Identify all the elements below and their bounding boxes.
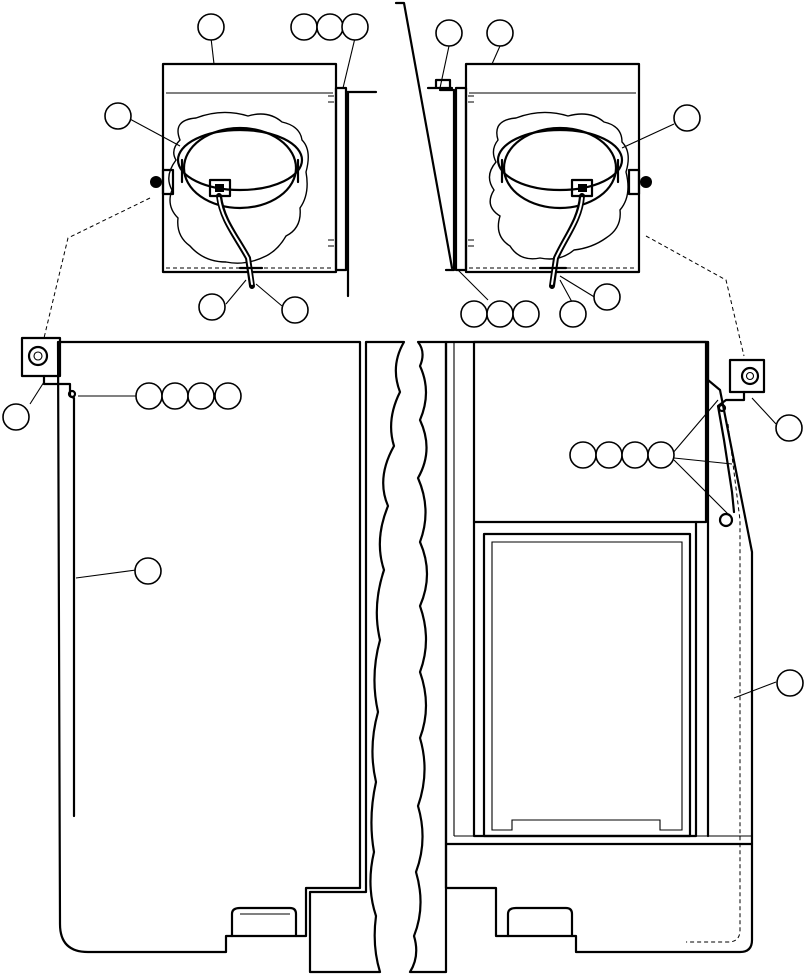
callout-bubble [460,300,488,328]
callout-bubble [281,296,309,324]
right-upper-compartment [472,340,708,524]
right-locator-line [645,235,745,357]
callout-bubble [104,102,132,130]
right-harness [716,390,746,514]
right-lamp-detail [426,45,675,303]
right-harness-run [686,423,741,943]
left-marker-lamp [20,336,62,378]
callout-bubble [647,441,675,469]
callout-bubble [435,19,463,47]
callout-bubble [593,283,621,311]
callout-bubble [595,441,623,469]
callout-bubble [512,300,540,328]
right-cutaway-outline [488,111,629,260]
callout-bubble [486,19,514,47]
callout-bubble [134,557,162,585]
callout-bubble [569,441,597,469]
callout-bubble [775,414,803,442]
callout-bubble [198,293,226,321]
left-break-edge [308,340,406,974]
center-divider-line [394,1,454,270]
left-lamp-detail [127,37,378,307]
right-mount-bracket [454,86,468,272]
left-body-panel [20,336,406,974]
callout-bubble [559,300,587,328]
right-stud-icon [640,176,652,188]
callout-bubble [187,382,215,410]
callout-bubble [161,382,189,410]
left-cutaway-outline [168,111,309,264]
callout-bubble [486,300,514,328]
left-locator-line [43,197,151,339]
callout-bubble [673,104,701,132]
callout-bubble [2,403,30,431]
right-door-panel [482,532,692,838]
right-body-panel [408,340,777,974]
left-mount-bracket [334,86,348,272]
callout-bubble [316,13,344,41]
left-body-outline [56,340,362,954]
callout-bubble [621,441,649,469]
right-body-outline [444,340,754,954]
right-break-edge [408,340,448,974]
callout-bubble [290,13,318,41]
left-lamp-housing [161,62,338,274]
left-stud-icon [150,176,162,188]
callout-bubble [341,13,369,41]
callout-bubbles [2,13,804,697]
callout-bubble [214,382,242,410]
callout-bubble [776,669,804,697]
callout-bubble [197,13,225,41]
right-marker-lamp [728,358,766,394]
left-lamp-lens [176,128,304,192]
right-lamp-lens [496,128,624,192]
callout-bubble [135,382,163,410]
